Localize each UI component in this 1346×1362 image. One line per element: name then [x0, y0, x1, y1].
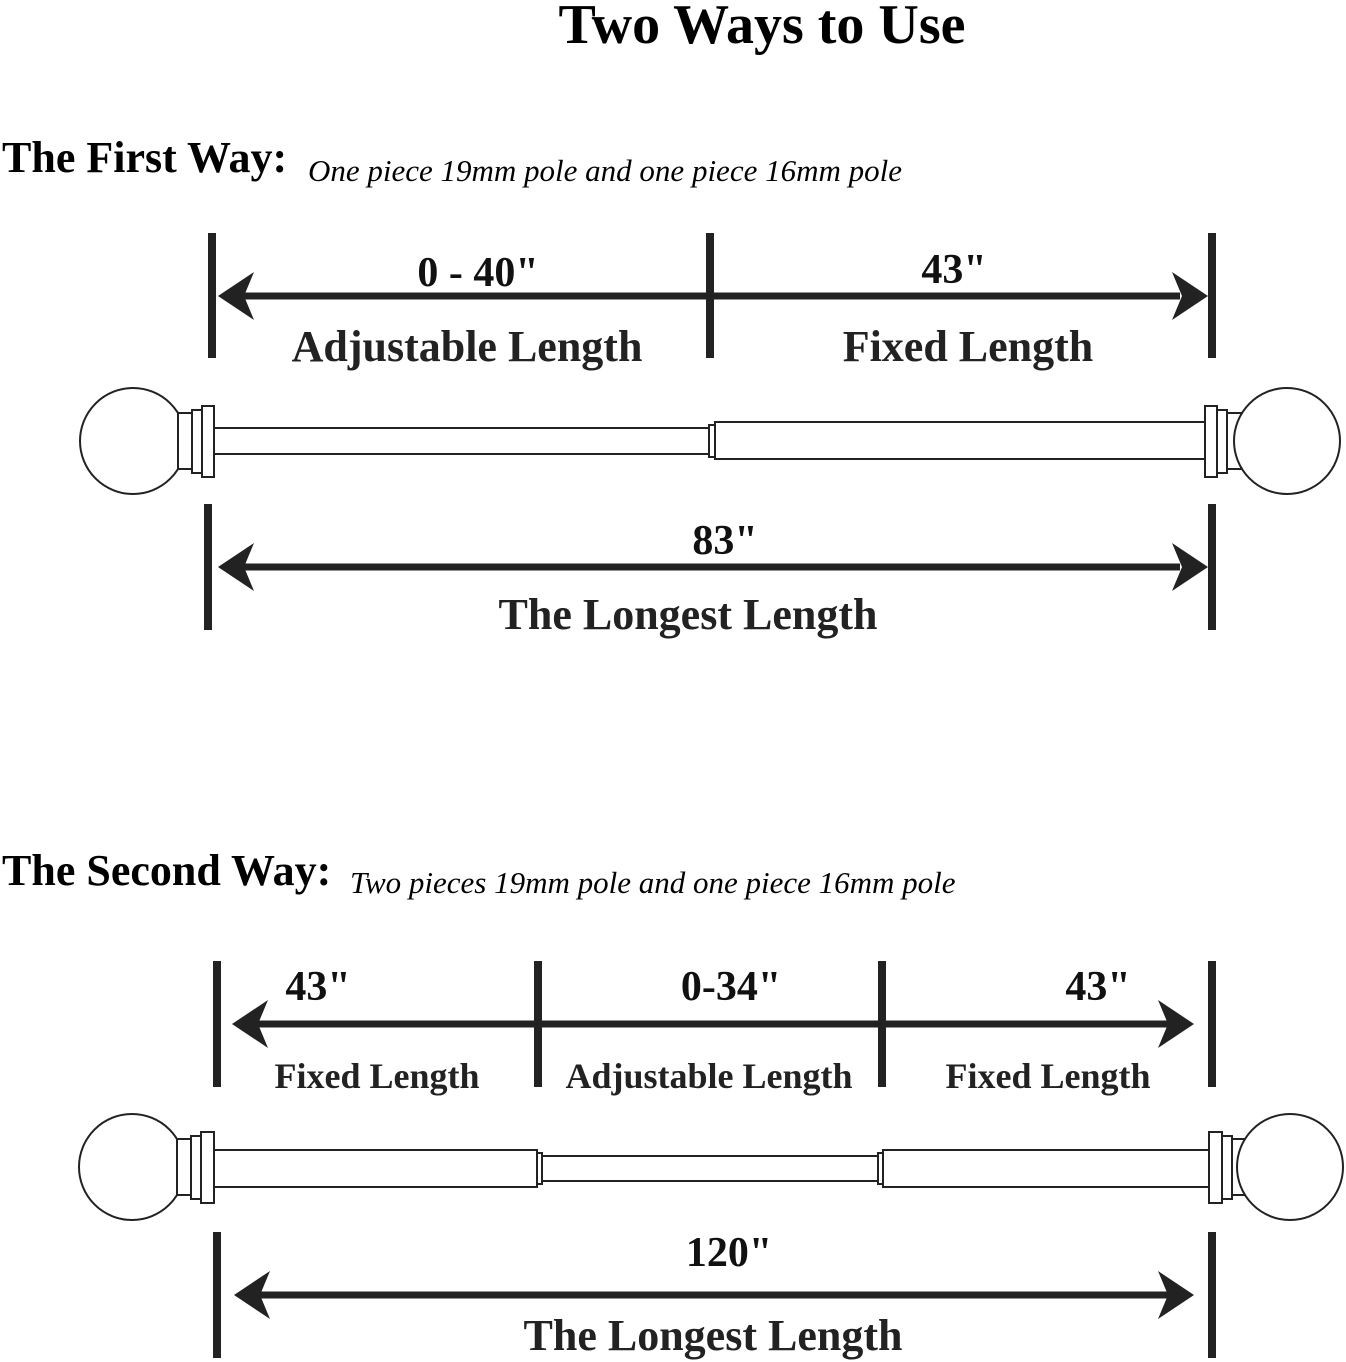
first-way-fixed-value: 43" — [921, 247, 986, 293]
second-way-adjustable-value: 0-34" — [681, 964, 781, 1010]
first-way-total-label: The Longest Length — [499, 590, 878, 639]
first-way-total-value: 83" — [692, 518, 757, 564]
first-way-total-arrow — [218, 543, 1208, 591]
finial-left-icon — [79, 387, 187, 495]
second-way-curtain-rod — [78, 1113, 1344, 1221]
second-way-total-label: The Longest Length — [524, 1311, 903, 1360]
rod-16mm-section — [213, 427, 711, 455]
second-way-fixed-right-value: 43" — [1065, 964, 1130, 1010]
second-way-section: The Second Way: Two pieces 19mm pole and… — [2, 846, 1344, 1360]
rod-19mm-right-section — [882, 1149, 1210, 1188]
first-way-segment-arrow — [218, 272, 1208, 320]
rod-16mm-section — [541, 1155, 879, 1182]
second-way-fixed-right-label: Fixed Length — [945, 1056, 1150, 1096]
first-way-description: One piece 19mm pole and one piece 16mm p… — [308, 153, 902, 188]
finial-left-icon — [78, 1113, 186, 1221]
second-way-description: Two pieces 19mm pole and one piece 16mm … — [350, 865, 956, 900]
rod-19mm-section — [714, 421, 1206, 460]
second-way-fixed-left-label: Fixed Length — [274, 1056, 479, 1096]
first-way-adjustable-value: 0 - 40" — [417, 250, 538, 296]
first-way-fixed-label: Fixed Length — [843, 322, 1094, 371]
first-way-adjustable-label: Adjustable Length — [292, 322, 643, 371]
finial-right-icon — [1236, 1113, 1344, 1221]
rod-19mm-left-section — [213, 1149, 538, 1188]
page-title: Two Ways to Use — [558, 0, 965, 56]
first-way-curtain-rod — [79, 387, 1341, 495]
second-way-segment-arrow — [232, 1000, 1194, 1048]
first-way-section: The First Way: One piece 19mm pole and o… — [2, 133, 1341, 639]
second-way-adjustable-label: Adjustable Length — [565, 1056, 852, 1096]
finial-right-icon — [1233, 387, 1341, 495]
second-way-heading: The Second Way: — [2, 846, 331, 895]
second-way-total-arrow — [234, 1271, 1194, 1319]
second-way-fixed-left-value: 43" — [285, 964, 350, 1010]
first-way-heading: The First Way: — [2, 133, 287, 182]
second-way-total-value: 120" — [686, 1230, 772, 1276]
